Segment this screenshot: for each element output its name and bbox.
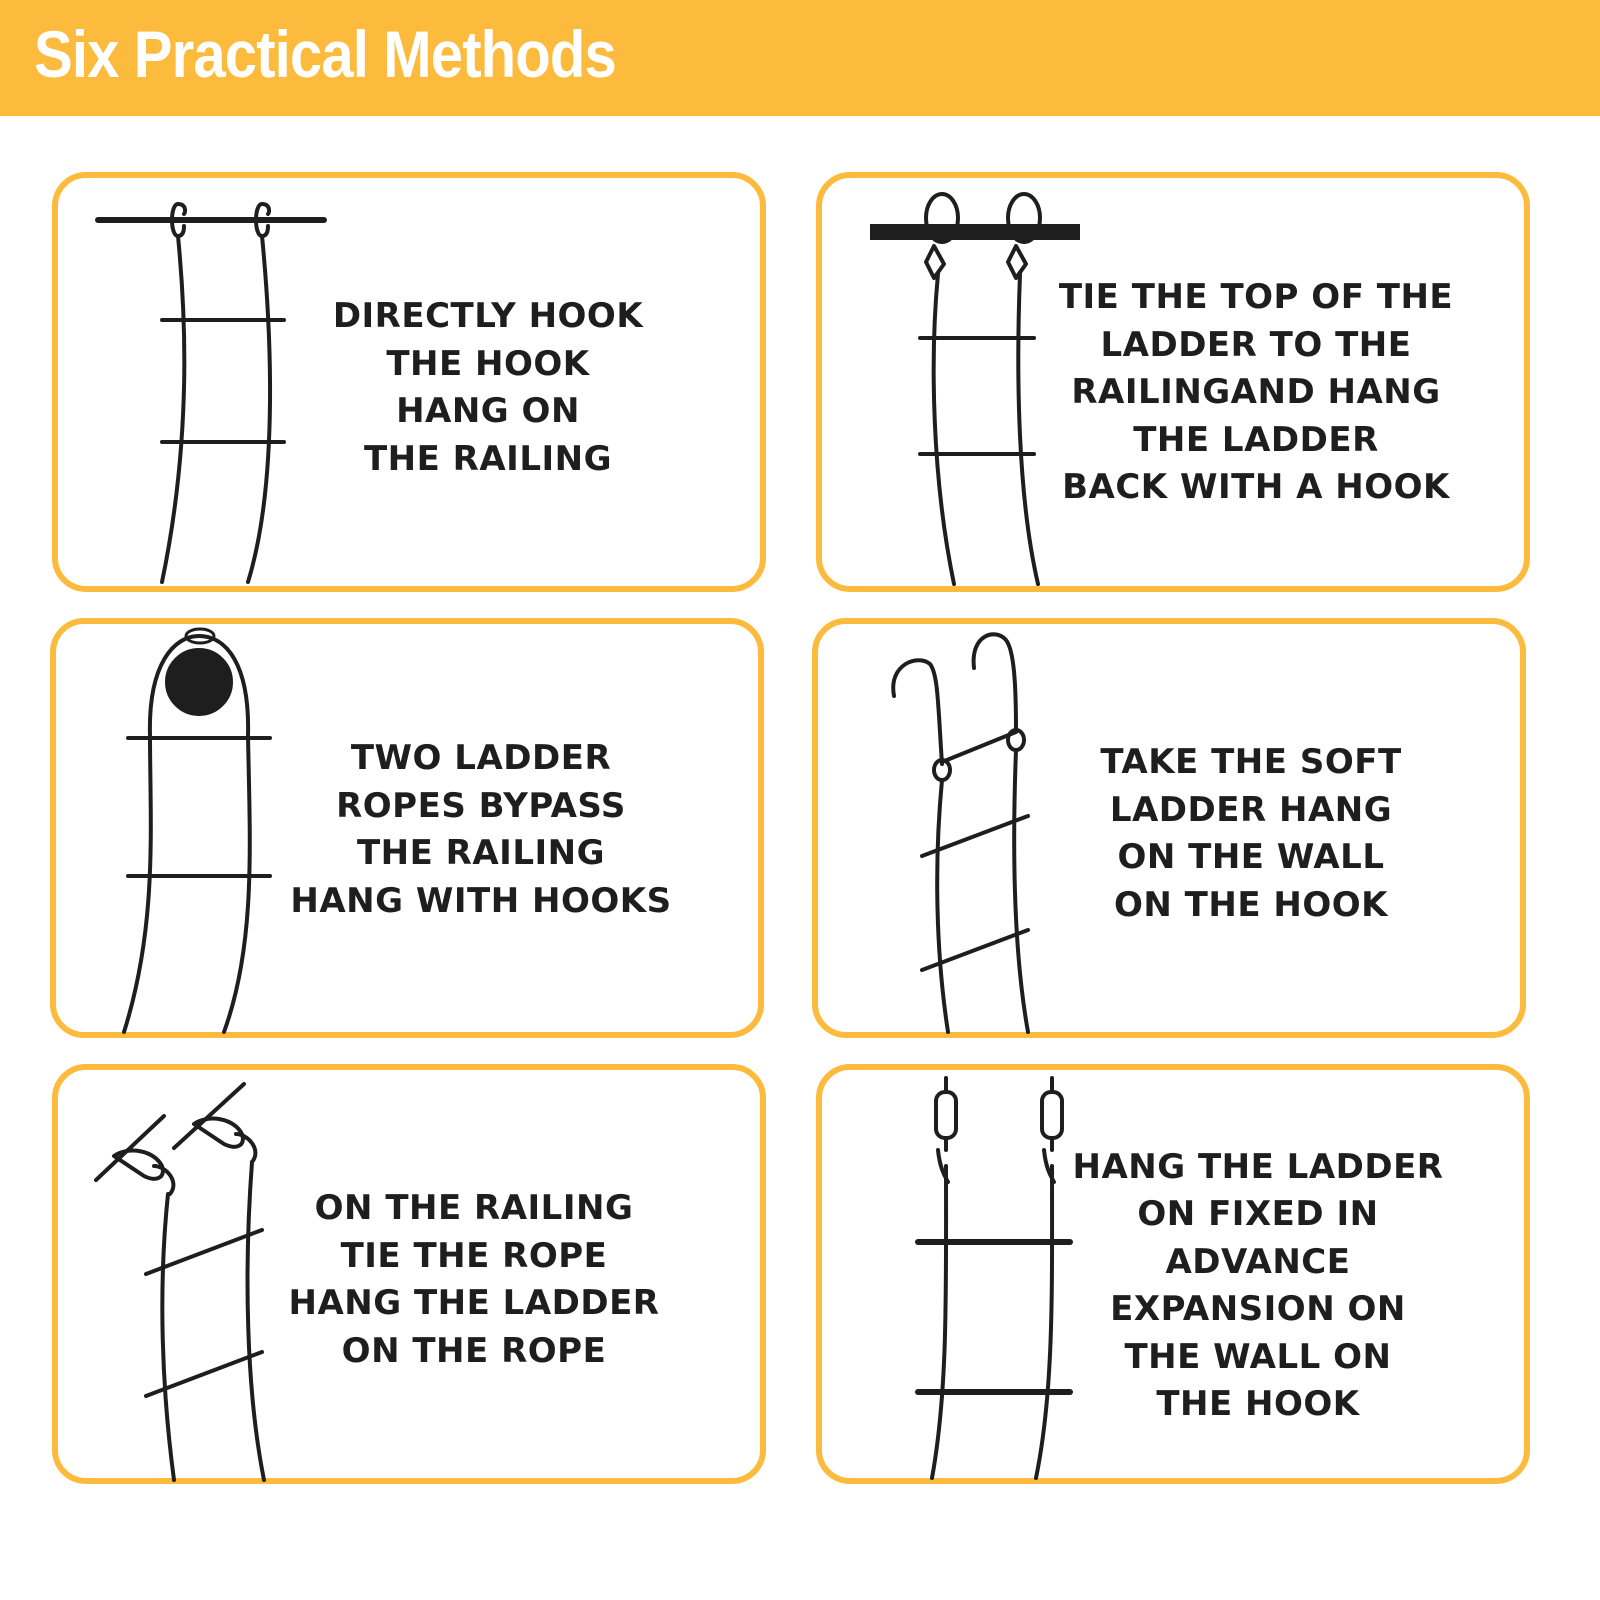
ladder-rope-on-railing-icon [94,1082,266,1482]
method-text-line: HANG THE LADDER [288,1283,660,1323]
method-text-line: THE HOOK [1156,1384,1360,1424]
method-text-line: ON THE WALL [1117,837,1385,877]
ladder-wall-hook-icon [891,632,1030,1034]
method-card-6: HANG THE LADDER ON FIXED IN ADVANCE EXPA… [816,1064,1530,1484]
method-card-4: TAKE THE SOFT LADDER HANG ON THE WALL ON… [812,618,1526,1038]
method-text-line: ON FIXED IN [1137,1194,1379,1234]
method-text-line: ON THE HOOK [1113,884,1388,925]
method-text-line: BACK WITH A HOOK [1062,467,1450,508]
method-card-5-text: ON THE RAILING TIE THE ROPE HANG THE LAD… [284,1170,664,1390]
method-text-line: LADDER HANG [1109,789,1393,830]
method-text-line: RAILINGAND HANG [1071,372,1441,413]
method-text-line: HANG WITH HOOKS [290,880,672,921]
method-text-line: ADVANCE [1165,1241,1351,1282]
method-text-line: TWO LADDER [350,738,612,778]
method-text-line: THE WALL ON [1124,1336,1392,1377]
ladder-tied-railing-icon [870,192,1080,586]
method-text-line: HANG THE LADDER [1072,1146,1444,1187]
method-card-3-text: TWO LADDER ROPES BYPASS THE RAILING HANG… [286,720,676,940]
method-text-line: THE RAILING [363,438,613,479]
header-banner: Six Practical Methods [0,0,1600,116]
page-title: Six Practical Methods [34,17,617,91]
method-text-line: THE HOOK [386,343,590,384]
ladder-expansion-hook-icon [915,1076,1073,1480]
ladder-bypass-railing-icon [122,627,272,1034]
method-card-1-text: DIRECTLY HOOK THE HOOK HANG ON THE RAILI… [298,278,678,498]
method-text-line: ROPES BYPASS [336,785,626,826]
method-card-3: TWO LADDER ROPES BYPASS THE RAILING HANG… [50,618,764,1038]
method-text-line: ON THE ROPE [341,1330,607,1371]
method-text-line: TIE THE TOP OF THE [1058,277,1454,318]
method-card-2-text: TIE THE TOP OF THE LADDER TO THE RAILING… [1058,268,1454,518]
ladder-hook-on-railing-icon [95,202,327,584]
method-card-6-text: HANG THE LADDER ON FIXED IN ADVANCE EXPA… [1068,1136,1448,1436]
method-text-line: THE RAILING [356,833,606,873]
method-text-line: THE LADDER [1133,419,1379,460]
method-text-line: TIE THE ROPE [340,1235,608,1276]
method-text-line: EXPANSION ON [1110,1289,1406,1329]
method-card-4-text: TAKE THE SOFT LADDER HANG ON THE WALL ON… [1054,724,1448,944]
method-card-5: ON THE RAILING TIE THE ROPE HANG THE LAD… [52,1064,766,1484]
method-text-line: HANG ON [396,391,580,431]
method-card-2: TIE THE TOP OF THE LADDER TO THE RAILING… [816,172,1530,592]
method-text-line: LADDER TO THE [1100,324,1412,365]
method-text-line: ON THE RAILING [314,1188,634,1228]
method-card-1: DIRECTLY HOOK THE HOOK HANG ON THE RAILI… [52,172,766,592]
method-text-line: DIRECTLY HOOK [332,296,644,336]
method-text-line: TAKE THE SOFT [1100,742,1402,782]
